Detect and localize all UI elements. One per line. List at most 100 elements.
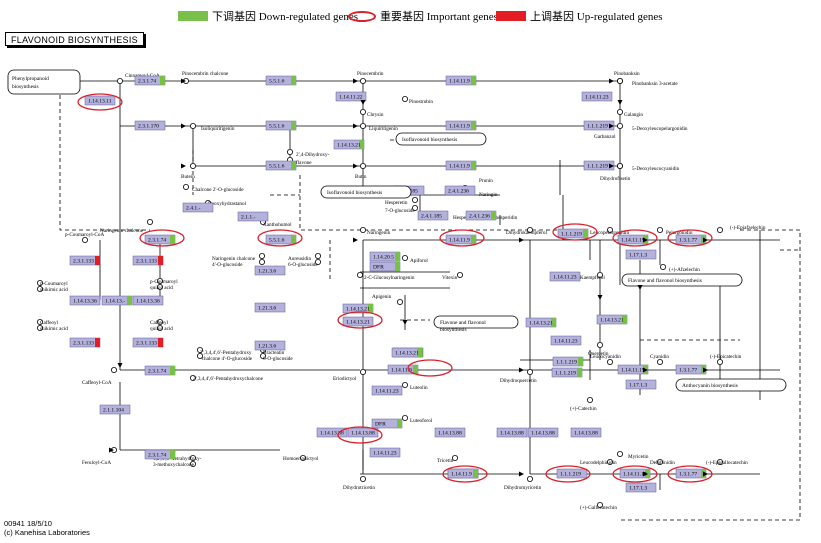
enzyme-box[interactable]: 1.17.1.3 — [625, 482, 657, 493]
compound-node[interactable]: 5-Deoxyleucocyanidin — [617, 162, 680, 172]
enzyme-box[interactable]: 1.14.20.5 — [369, 251, 401, 262]
compound-node[interactable]: Naringenin chalcone — [212, 252, 265, 262]
compound-node[interactable]: Chrysin — [359, 109, 384, 118]
compound-node[interactable]: quinic acid — [150, 324, 173, 332]
compound-node[interactable]: Dihydrotricetin — [343, 475, 375, 491]
enzyme-box[interactable]: 1.14.13.36 — [69, 295, 101, 306]
compound-node[interactable]: Hesperetin — [385, 196, 418, 206]
compound-node[interactable]: Naringenin chalcone — [100, 218, 153, 234]
compound-node[interactable]: Kaempferol — [580, 271, 605, 281]
enzyme-box[interactable]: 1.14.13.21 — [342, 303, 374, 314]
compound-node[interactable]: 4'-O-glucoside — [212, 258, 265, 268]
enzyme-box[interactable]: 1.1.1.219 — [556, 468, 588, 479]
enzyme-box[interactable]: 1.14.11.19 — [619, 468, 651, 479]
enzyme-box[interactable]: 5.5.1.6 — [265, 234, 297, 245]
enzyme-box[interactable]: 2.3.1.170 — [134, 120, 166, 131]
enzyme-box[interactable]: 1.21.3.6 — [254, 265, 286, 276]
enzyme-box[interactable]: 1.14.11.23 — [550, 335, 582, 346]
compound-node[interactable]: Dihydromyricetin — [504, 475, 542, 491]
enzyme-box[interactable]: 2.3.1.74 — [144, 449, 176, 460]
enzyme-box[interactable]: 1.14.13.88 — [570, 427, 602, 438]
compound-node[interactable]: Vitexin — [442, 271, 463, 281]
enzyme-box[interactable]: 1.14.11.9 — [447, 468, 479, 479]
enzyme-box[interactable]: 2.3.1.74 — [144, 365, 176, 376]
compound-node[interactable]: Quercetin — [588, 341, 609, 357]
enzyme-box[interactable]: 1.14.13.88 — [347, 427, 379, 438]
enzyme-box[interactable]: 2.1.1.- — [237, 211, 269, 222]
enzyme-box[interactable]: 1.14.11.9 — [445, 75, 477, 86]
map-link[interactable]: Isoflavonoid biosynthesis — [395, 132, 487, 146]
enzyme-box[interactable]: 1.21.3.6 — [254, 302, 286, 313]
compound-node[interactable]: Caffeoyl — [150, 318, 169, 326]
compound-node[interactable]: Pinostrobin — [401, 96, 433, 105]
enzyme-box[interactable]: 5.5.1.6 — [265, 75, 297, 86]
enzyme-box[interactable]: 1.3.1.77 — [675, 468, 707, 479]
enzyme-box[interactable]: 1.14.11.23 — [371, 385, 403, 396]
compound-node[interactable]: 3-methoxychalcone — [153, 460, 196, 468]
compound-node[interactable]: Pinobanksin 3-acetate — [617, 78, 678, 87]
map-link[interactable]: Flavone and flavonol — [433, 315, 519, 329]
enzyme-box[interactable]: 2.4.1.236 — [444, 185, 476, 196]
enzyme-box[interactable]: 1.14.13.21 — [342, 316, 374, 327]
enzyme-box[interactable]: 1.1.1.219 — [551, 367, 583, 378]
compound-node[interactable]: Luteoforol — [401, 414, 433, 424]
compound-node[interactable]: (+)-Afzelechin — [660, 263, 700, 273]
enzyme-box[interactable]: DFR — [369, 261, 401, 272]
enzyme-box[interactable]: 1.14.13.- — [101, 295, 133, 306]
enzyme-box[interactable]: 1.14.13.88 — [316, 427, 348, 438]
compound-node[interactable]: 2',3,4,4',6'-Pentahydroxy — [196, 346, 252, 356]
compound-node[interactable]: -chalcone 4'-O-glucoside — [196, 352, 253, 362]
enzyme-box[interactable]: 1.14.13.21 — [596, 314, 628, 325]
map-link[interactable]: Isoflavonoid biosynthesis — [320, 185, 412, 199]
enzyme-box[interactable]: 1.14.13.21 — [525, 317, 557, 328]
compound-node[interactable]: (-)-Epigallocatechin — [706, 458, 748, 466]
compound-node[interactable]: Liquiritigenin — [359, 123, 398, 132]
compound-node[interactable]: Leucodelphinidin — [580, 458, 617, 466]
enzyme-box[interactable]: 1.14.11.9 — [387, 364, 419, 375]
compound-node[interactable]: 5-Deoxyleucopelargonidin — [617, 123, 688, 132]
compound-node[interactable]: Homoeriodictyol — [283, 454, 319, 462]
enzyme-box[interactable]: 2.4.1.185 — [417, 210, 449, 221]
compound-node[interactable]: (-)-Epicatechin — [710, 353, 742, 365]
compound-node[interactable]: Cyanidin — [650, 354, 669, 365]
enzyme-box[interactable]: 2.3.1.74 — [134, 75, 166, 86]
enzyme-box[interactable]: 2.3.1.133 — [69, 337, 101, 348]
enzyme-box[interactable]: 1.14.11.9 — [445, 234, 477, 245]
enzyme-box[interactable]: 2.4.1.236 — [465, 210, 497, 221]
enzyme-box[interactable]: 2.3.1.133 — [132, 255, 164, 266]
compound-node[interactable]: p-Coumaroyl-CoA — [65, 232, 104, 243]
enzyme-box[interactable]: 1.1.1.219 — [552, 356, 584, 367]
compound-node[interactable]: Myricetin — [617, 450, 649, 460]
compound-node[interactable]: Dihydrokaempferol — [506, 226, 547, 236]
enzyme-box[interactable]: 1.21.3.6 — [254, 340, 286, 351]
enzyme-box[interactable]: 1.14.13.88 — [527, 427, 559, 438]
compound-node[interactable]: quinic acid — [150, 283, 173, 291]
compound-node[interactable]: Apiforol — [401, 254, 428, 264]
enzyme-box[interactable]: 1.17.1.3 — [625, 249, 657, 260]
compound-node[interactable]: Delphinidin — [650, 458, 675, 466]
enzyme-box[interactable]: 1.14.11.9 — [445, 120, 477, 131]
compound-node[interactable]: p-Coumaroyl — [37, 279, 68, 287]
compound-node[interactable]: Naringenin — [359, 226, 391, 236]
enzyme-box[interactable]: DFR — [371, 418, 403, 429]
map-link[interactable]: Flavone and flavonol biosynthesis — [621, 273, 743, 287]
enzyme-box[interactable]: 2.3.1.133 — [132, 337, 164, 348]
compound-node[interactable]: (-)-Epiafzelechin — [717, 224, 766, 233]
enzyme-box[interactable]: 1.14.11.23 — [549, 271, 581, 282]
compound-node[interactable]: p-Coumaroyl — [150, 277, 178, 285]
enzyme-box[interactable]: 2.1.1.104 — [99, 404, 131, 415]
enzyme-box[interactable]: 1.14.13.11 — [84, 95, 116, 106]
compound-node[interactable]: Pinocembrin — [357, 71, 384, 85]
compound-node[interactable]: Apigenin — [372, 294, 403, 305]
compound-node[interactable]: shikimic acid — [37, 324, 68, 332]
enzyme-box[interactable]: 2.4.1.- — [182, 202, 214, 213]
map-link[interactable]: Anthocyanin biosynthesis — [675, 378, 787, 392]
enzyme-box[interactable]: 1.14.13.21 — [333, 139, 365, 150]
map-link[interactable]: biosynthesis — [12, 84, 39, 90]
compound-node[interactable]: Aureusidin — [288, 252, 321, 262]
compound-node[interactable]: 7-O-glucoside — [385, 204, 418, 214]
compound-node[interactable]: Caffeoyl — [37, 318, 59, 326]
compound-node[interactable]: 6-O-glucoside — [288, 258, 321, 268]
enzyme-box[interactable]: 1.17.1.3 — [625, 379, 657, 390]
compound-node[interactable]: Chalcone 2'-O-glucoside — [182, 183, 244, 193]
